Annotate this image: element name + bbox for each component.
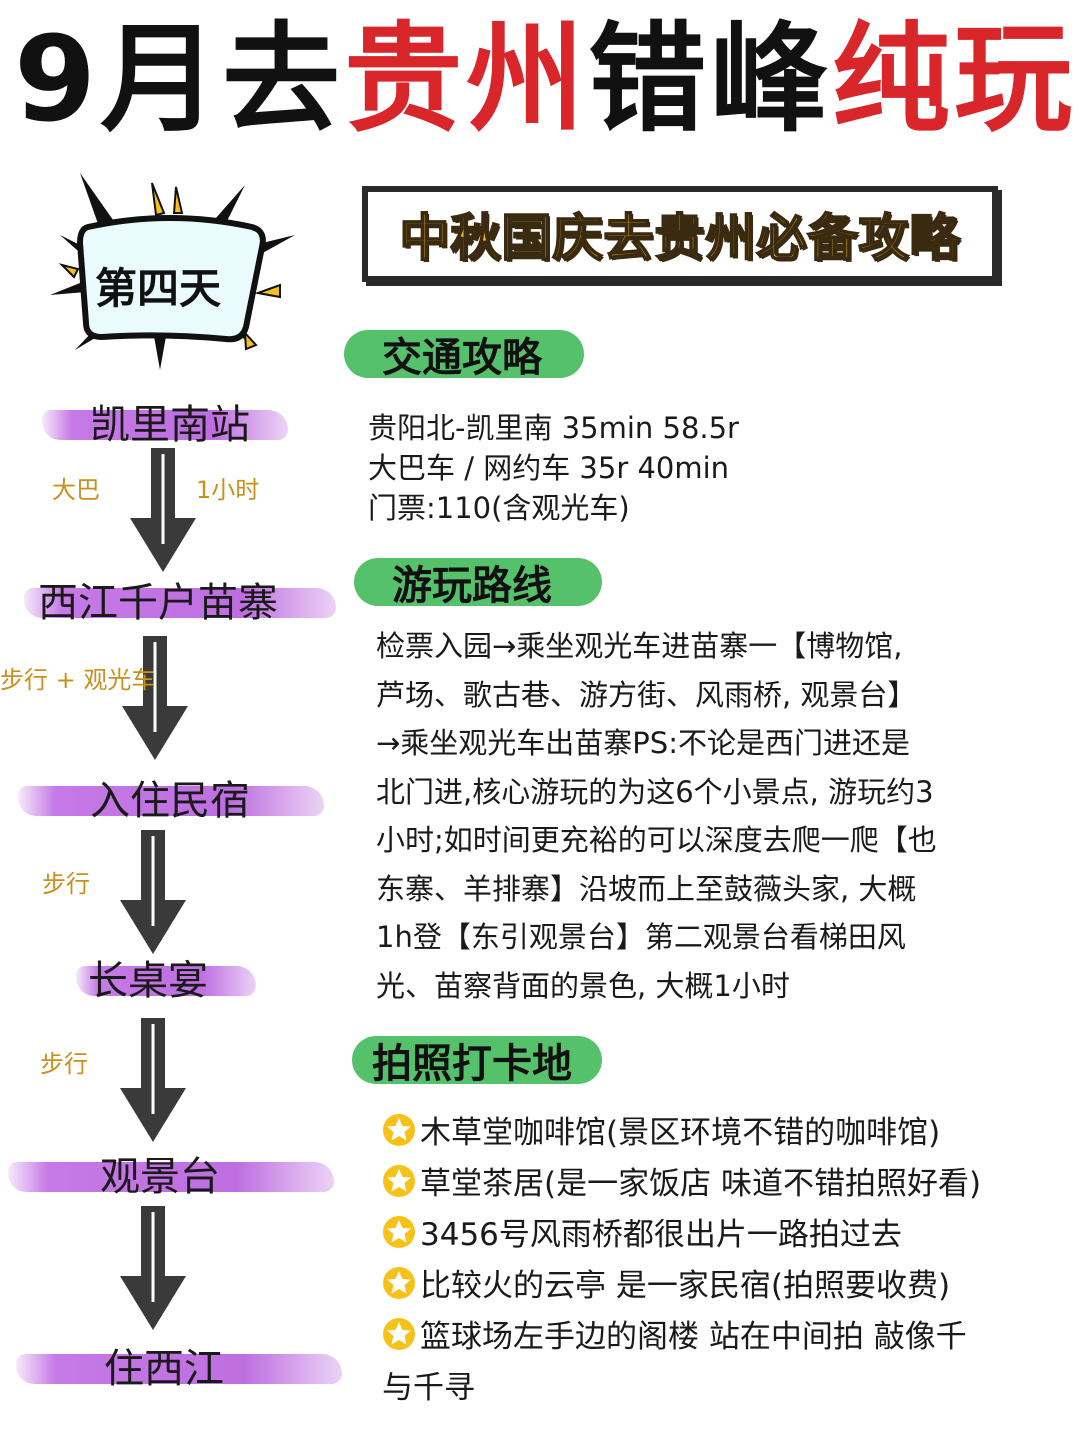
stop-label: 长桌宴 [88, 958, 208, 1004]
list-item: 木草堂咖啡馆(景区环境不错的咖啡馆) [382, 1104, 1042, 1155]
stop-label: 西江千户苗寨 [38, 580, 278, 626]
down-arrow-icon [130, 448, 196, 572]
stop-kaili-south: 凯里南站 [42, 398, 288, 452]
mode-label-walk: 步行 [42, 870, 90, 898]
down-arrow-icon [120, 830, 186, 954]
stop-label: 住西江 [104, 1346, 224, 1392]
route-line: 小时;如时间更充裕的可以深度去爬一爬【也 [376, 823, 937, 857]
list-item: 草堂茶居(是一家饭店 味道不错拍照好看) [382, 1155, 1042, 1206]
mode-label-duration: 1小时 [196, 476, 260, 504]
photo-spot-text: 篮球场左手边的阁楼 站在中间拍 敲像千 [420, 1319, 967, 1355]
stop-long-table-banquet: 长桌宴 [76, 954, 256, 1008]
list-item: 3456号风雨桥都很出片一路拍过去 [382, 1206, 1042, 1257]
section-heading-transport: 交通攻略 [344, 330, 584, 381]
mode-label-bus: 大巴 [52, 476, 100, 504]
route-line: 北门进,核心游玩的为这6个小景点, 游玩约3 [376, 774, 934, 809]
photo-spot-text: 草堂茶居(是一家饭店 味道不错拍照好看) [420, 1166, 982, 1202]
route-line: →乘坐观光车出苗寨PS:不论是西门进还是 [376, 726, 910, 760]
day-badge-label: 第四天 [95, 264, 222, 313]
section-heading-photo-spots: 拍照打卡地 [352, 1036, 602, 1087]
route-description: 检票入园→乘坐观光车进苗寨一【博物馆, 芦场、歌古巷、游方街、风雨桥, 观景台】… [376, 622, 1016, 1010]
section-heading-text: 拍照打卡地 [372, 1041, 572, 1087]
photo-spot-text: 木草堂咖啡馆(景区环境不错的咖啡馆) [420, 1115, 941, 1151]
stop-label: 凯里南站 [90, 402, 250, 448]
photo-spot-text: 3456号风雨桥都很出片一路拍过去 [420, 1217, 902, 1253]
title-part-offpeak: 错峰 [588, 10, 833, 148]
mode-label-walk: 步行 [40, 1050, 88, 1078]
star-icon [383, 1215, 415, 1248]
stop-homestay: 入住民宿 [18, 774, 324, 828]
star-icon [383, 1317, 415, 1350]
section-heading-text: 游玩路线 [392, 563, 552, 609]
list-item: 篮球场左手边的阁楼 站在中间拍 敲像千 [382, 1308, 1042, 1359]
section-heading-text: 交通攻略 [382, 335, 542, 381]
title-part-pure: 纯玩 [832, 10, 1077, 148]
stop-label: 观景台 [100, 1154, 220, 1200]
route-line: 光、苗察背面的景色, 大概1小时 [376, 968, 790, 1003]
down-arrow-icon [122, 636, 188, 760]
mode-label-walk-shuttle: 步行 + 观光车 [0, 666, 156, 694]
star-icon [383, 1266, 415, 1299]
title-part-guizhou: 贵州 [344, 10, 589, 148]
photo-spot-list: 木草堂咖啡馆(景区环境不错的咖啡馆) 草堂茶居(是一家饭店 味道不错拍照好看) … [382, 1104, 1042, 1410]
stop-label: 入住民宿 [90, 778, 250, 824]
stop-stay-xijiang: 住西江 [16, 1342, 342, 1396]
guide-banner: 中秋国庆去贵州必备攻略 [362, 186, 998, 282]
photo-spot-text: 与千寻 [382, 1370, 475, 1406]
transport-line: 贵阳北-凯里南 35min 58.5r [368, 411, 739, 445]
star-icon [383, 1164, 415, 1197]
title-part-month: 9月去 [14, 10, 345, 148]
section-heading-route: 游玩路线 [354, 558, 602, 609]
transport-line: 大巴车 / 网约车 35r 40min [368, 451, 730, 485]
burst-badge-icon [50, 173, 295, 370]
down-arrow-icon [120, 1206, 186, 1330]
route-line: 检票入园→乘坐观光车进苗寨一【博物馆, [376, 629, 903, 663]
list-item-continuation: 与千寻 [382, 1359, 1042, 1410]
route-line: 东寨、羊排寨】沿坡而上至鼓薇头家, 大概 [376, 871, 917, 906]
down-arrow-icon [120, 1018, 186, 1142]
route-line: 1h登【东引观景台】第二观景台看梯田风 [376, 920, 906, 954]
star-icon [383, 1113, 415, 1146]
stop-viewing-platform: 观景台 [8, 1150, 334, 1204]
transport-line: 门票:110(含观光车) [368, 491, 630, 525]
list-item: 比较火的云亭 是一家民宿(拍照要收费) [382, 1257, 1042, 1308]
page-title: 9月去 贵州 错峰 纯玩 [14, 14, 1076, 144]
stop-xijiang-miao-village: 西江千户苗寨 [24, 576, 336, 630]
photo-spot-text: 比较火的云亭 是一家民宿(拍照要收费) [420, 1268, 951, 1304]
route-line: 芦场、歌古巷、游方街、风雨桥, 观景台】 [376, 677, 917, 712]
guide-banner-text: 中秋国庆去贵州必备攻略 [399, 208, 961, 268]
